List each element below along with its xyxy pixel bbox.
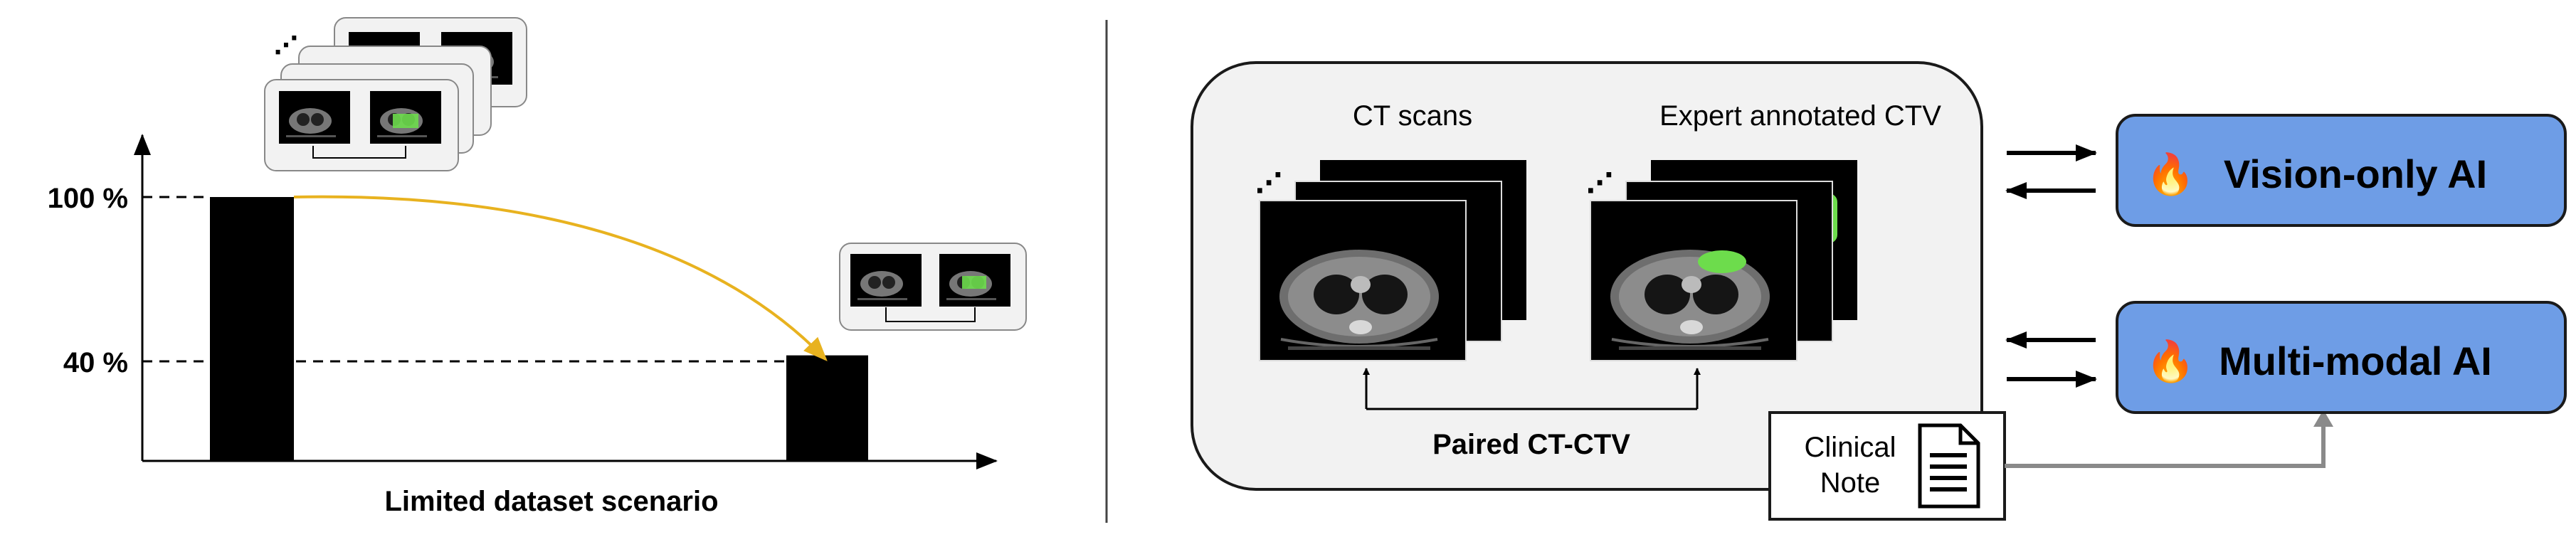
full-dataset-stack: ⋰ (264, 17, 527, 171)
clinical-note-line2: Note (1820, 467, 1881, 499)
bar-limited-dataset (786, 355, 868, 461)
multi-modal-model: 🔥 Multi-modal AI (2116, 301, 2567, 414)
bar-full-dataset (210, 197, 294, 461)
clinical-note-box: Clinical Note (1768, 411, 2006, 521)
right-panel: CT scans Expert annotated CTV ⋰ ⋰ Paired… (1191, 61, 2567, 521)
ctv-mask (1698, 250, 1746, 273)
reduction-arrow (293, 195, 828, 361)
left-caption: Limited dataset scenario (384, 486, 718, 517)
note-connector (2005, 421, 2326, 468)
ct-ellipsis: ⋰ (1255, 169, 1282, 198)
limited-dataset-card (839, 243, 1027, 331)
multi-modal-label: Multi-modal AI (2219, 339, 2492, 383)
vision-only-model: 🔥 Vision-only AI (2116, 114, 2567, 227)
ct-scans-label: CT scans (1353, 100, 1472, 132)
left-panel: 100 % 40 % Limited dataset scenario ⋰ (48, 17, 1027, 517)
tick-label-100: 100 % (48, 183, 128, 214)
expert-ctv-stack: ⋰ (1586, 160, 1857, 362)
expert-ctv-label: Expert annotated CTV (1659, 100, 1941, 132)
clinical-note-line1: Clinical (1805, 432, 1896, 463)
ct-scans-stack: ⋰ (1255, 160, 1526, 362)
vision-only-label: Vision-only AI (2224, 152, 2487, 196)
ctv-ellipsis: ⋰ (1586, 169, 1613, 198)
fire-icon: 🔥 (2145, 152, 2195, 197)
paired-label: Paired CT-CTV (1432, 429, 1630, 460)
document-icon (1918, 423, 1980, 509)
stack-ellipsis: ⋰ (274, 32, 298, 59)
tick-label-40: 40 % (63, 347, 128, 378)
fire-icon: 🔥 (2145, 339, 2195, 384)
